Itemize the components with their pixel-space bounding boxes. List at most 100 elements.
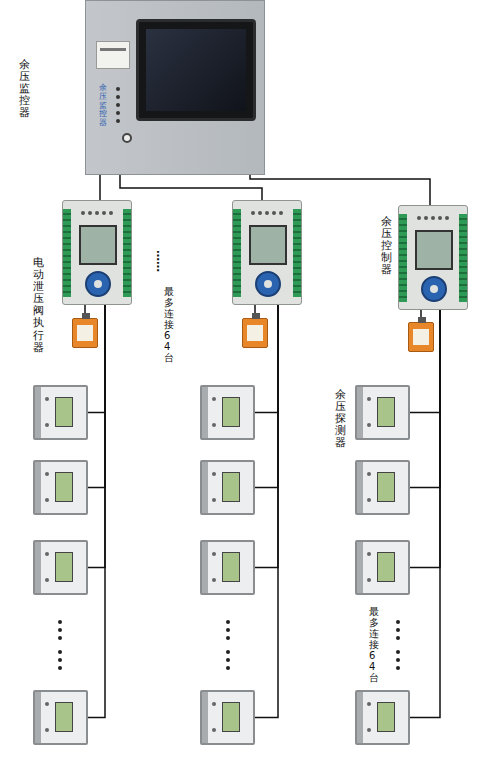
status-led xyxy=(272,211,276,215)
indicator-dot xyxy=(212,552,216,556)
detector-box xyxy=(355,690,410,745)
terminal-strip xyxy=(63,209,71,297)
actuator-label xyxy=(413,329,429,345)
indicator-dot xyxy=(45,578,49,582)
detector-base xyxy=(35,692,41,743)
lcd-screen xyxy=(377,472,395,502)
detector-box xyxy=(33,385,88,440)
indicator-dot xyxy=(367,728,371,732)
note-label: 最多连接64台 xyxy=(369,606,379,683)
indicator-dot xyxy=(212,728,216,732)
detector-base xyxy=(202,692,208,743)
continuation-dots xyxy=(58,620,400,670)
bus-wire xyxy=(255,305,278,718)
lcd-screen xyxy=(55,472,73,502)
indicator-dot xyxy=(367,702,371,706)
lcd-screen xyxy=(222,552,240,582)
text-holder: 最多连接64台 xyxy=(164,286,174,363)
indicator-dot xyxy=(45,498,49,502)
lcd-screen xyxy=(377,552,395,582)
detector-base xyxy=(202,542,208,593)
detector-box xyxy=(200,540,255,595)
lcd-screen xyxy=(222,472,240,502)
status-led xyxy=(445,216,449,220)
lcd-screen xyxy=(377,702,395,732)
actuator-label xyxy=(77,325,93,341)
lcd-screen xyxy=(55,552,73,582)
screen-display xyxy=(146,29,246,111)
detector-box xyxy=(355,540,410,595)
indicator-dot xyxy=(367,472,371,476)
detector-box xyxy=(355,460,410,515)
terminal-strip xyxy=(123,209,131,297)
lcd-screen xyxy=(55,702,73,732)
bus-wire xyxy=(88,305,105,718)
text-holder: 余压探测器 xyxy=(335,389,346,449)
indicator-dot xyxy=(212,423,216,427)
printer-slot xyxy=(96,41,130,69)
detector-base xyxy=(202,462,208,513)
status-led xyxy=(424,216,428,220)
lcd-screen xyxy=(377,397,395,427)
detector-box xyxy=(33,540,88,595)
device-label: 余压监控器 xyxy=(19,59,30,119)
detector-box xyxy=(200,460,255,515)
status-led xyxy=(116,111,120,115)
bus-wire xyxy=(410,310,440,488)
status-led xyxy=(431,216,435,220)
printer-paper xyxy=(100,48,126,51)
detector-base xyxy=(357,462,363,513)
indicator-dot xyxy=(45,472,49,476)
actuator-knob xyxy=(252,313,260,319)
status-led xyxy=(109,211,113,215)
detector-base xyxy=(357,542,363,593)
terminal-strip xyxy=(459,214,467,302)
detector-base xyxy=(202,387,208,438)
device-label: 余压控制器 xyxy=(381,216,392,276)
lcd-screen xyxy=(249,225,287,265)
bus-wire xyxy=(410,310,440,718)
actuator-label xyxy=(247,325,263,341)
status-led xyxy=(88,211,92,215)
note-label: 最多连接64台 xyxy=(164,286,174,363)
lcd-screen xyxy=(222,397,240,427)
lcd-screen xyxy=(55,397,73,427)
status-led xyxy=(102,211,106,215)
status-led xyxy=(81,211,85,215)
indicator-dot xyxy=(212,498,216,502)
ellipsis-text: …… xyxy=(155,250,166,272)
device-label: 余压探测器 xyxy=(335,389,346,449)
controller-box xyxy=(62,200,132,305)
terminal-strip xyxy=(293,209,301,297)
text-holder: …… xyxy=(166,250,188,261)
status-led xyxy=(438,216,442,220)
controller-box: 余压控制器 xyxy=(398,205,468,310)
actuator-box xyxy=(242,318,268,348)
status-led xyxy=(116,95,120,99)
indicator-dot xyxy=(212,578,216,582)
indicator-dot xyxy=(45,423,49,427)
status-led xyxy=(116,119,120,123)
terminal-strip xyxy=(233,209,241,297)
status-led xyxy=(251,211,255,215)
detector-box xyxy=(200,385,255,440)
note-label: 余压监控器 xyxy=(99,84,107,128)
terminal-strip xyxy=(399,214,407,302)
detector-base xyxy=(357,387,363,438)
status-led xyxy=(116,87,120,91)
indicator-dot xyxy=(367,578,371,582)
device-label: 电动泄压阀执行器 xyxy=(33,257,44,354)
lcd-screen xyxy=(222,702,240,732)
actuator-knob xyxy=(82,313,90,319)
lcd-screen xyxy=(415,230,453,270)
status-led xyxy=(279,211,283,215)
actuator-knob xyxy=(418,317,426,323)
actuator-box xyxy=(408,322,434,352)
detector-box xyxy=(33,460,88,515)
detector-box xyxy=(33,690,88,745)
indicator-dot xyxy=(212,397,216,401)
keypad-center xyxy=(94,280,102,288)
indicator-dot xyxy=(45,552,49,556)
indicator-dot xyxy=(367,423,371,427)
detector-box xyxy=(200,690,255,745)
